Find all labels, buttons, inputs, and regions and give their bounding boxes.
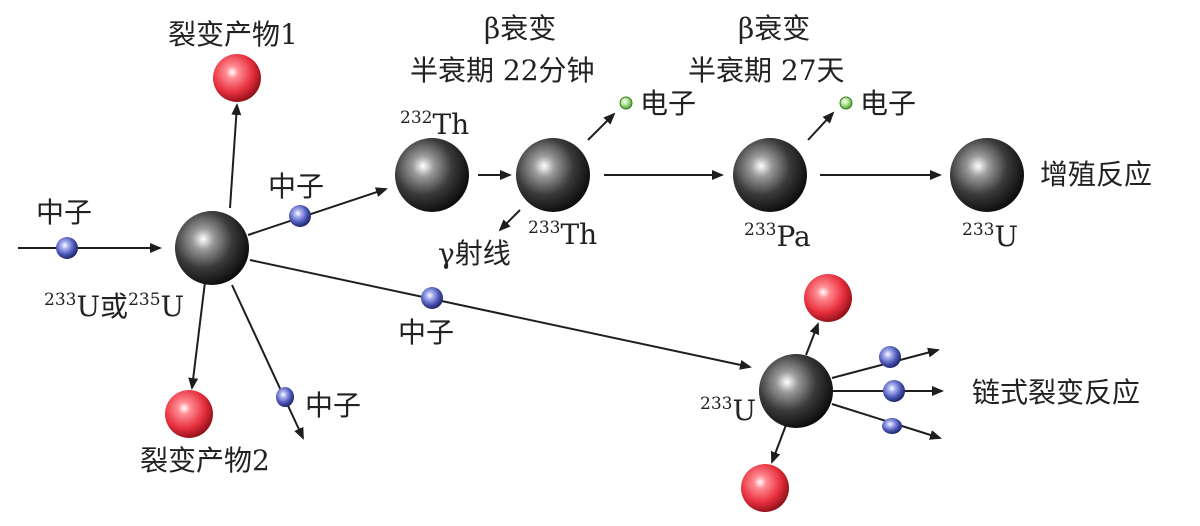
u233-breed-nucleus <box>950 138 1024 212</box>
neutron-mid <box>421 287 443 309</box>
fission-product-1-particle <box>213 54 261 102</box>
neutron-low <box>276 387 294 407</box>
electron-1-label: 电子 <box>640 87 696 120</box>
u233-or-u235-label: 233U或235U <box>44 290 184 323</box>
fission-product-2-label: 裂变产物2 <box>140 444 270 477</box>
gamma-arrow <box>498 209 521 232</box>
u233-or-u235-nucleus <box>175 211 249 285</box>
neutron-top-label: 中子 <box>268 170 324 203</box>
chain-product-up-arrow <box>805 322 820 356</box>
chain-neutron-3 <box>882 418 902 434</box>
beta-decay-1-label: β衰变 <box>484 12 556 45</box>
th232-label: 232Th <box>400 108 469 141</box>
half-life-1-label: 半衰期 22分钟 <box>410 54 595 87</box>
neutron-down-arrow <box>231 284 304 440</box>
fission-product-2-arrow <box>188 281 206 390</box>
beta-decay-2-label: β衰变 <box>738 12 810 45</box>
neutron-in-label: 中子 <box>36 196 92 229</box>
electron-2-label: 电子 <box>860 87 916 120</box>
chain-fission-product-top <box>804 274 852 322</box>
breeding-reaction-label: 增殖反应 <box>1040 158 1152 191</box>
electron-2-arrow <box>807 111 835 141</box>
chain-neutron-1 <box>879 346 901 368</box>
fission-product-2-particle <box>165 390 213 438</box>
neutron-mid-label: 中子 <box>398 316 454 349</box>
chain-fission-product-bottom <box>741 464 789 512</box>
neutron-low-label: 中子 <box>305 389 361 422</box>
neutron-to-th232-arrow <box>247 187 388 236</box>
labels: 中子 裂变产物1 裂变产物2 中子 中子 中子 β衰变 半衰期 22分钟 β衰变… <box>36 12 1152 477</box>
fission-product-1-label: 裂变产物1 <box>168 18 298 51</box>
incoming-neutron <box>56 237 78 259</box>
half-life-2-label: 半衰期 27天 <box>688 54 845 87</box>
u233-chain-nucleus <box>759 354 833 428</box>
electron-2 <box>839 96 853 110</box>
neutron-top <box>289 205 311 227</box>
neutron-to-u233-arrow <box>249 259 752 370</box>
th233-nucleus <box>516 138 590 212</box>
gamma-ray-label: γ射线 <box>438 237 511 270</box>
pa233-nucleus <box>733 138 807 212</box>
particles <box>56 54 1024 512</box>
fission-product-1-arrow <box>229 103 242 209</box>
u233-chain-label: 233U <box>700 394 756 427</box>
th233-label: 233Th <box>528 218 597 251</box>
chain-neutron-2 <box>883 380 905 402</box>
u233-breed-label: 233U <box>962 220 1018 253</box>
chain-product-down-arrow <box>770 424 787 464</box>
chain-fission-reaction-label: 链式裂变反应 <box>972 376 1140 409</box>
electron-1 <box>619 96 633 110</box>
th232-nucleus <box>395 138 469 212</box>
electron-1-arrow <box>587 112 616 141</box>
pa233-label: 233Pa <box>744 220 811 253</box>
